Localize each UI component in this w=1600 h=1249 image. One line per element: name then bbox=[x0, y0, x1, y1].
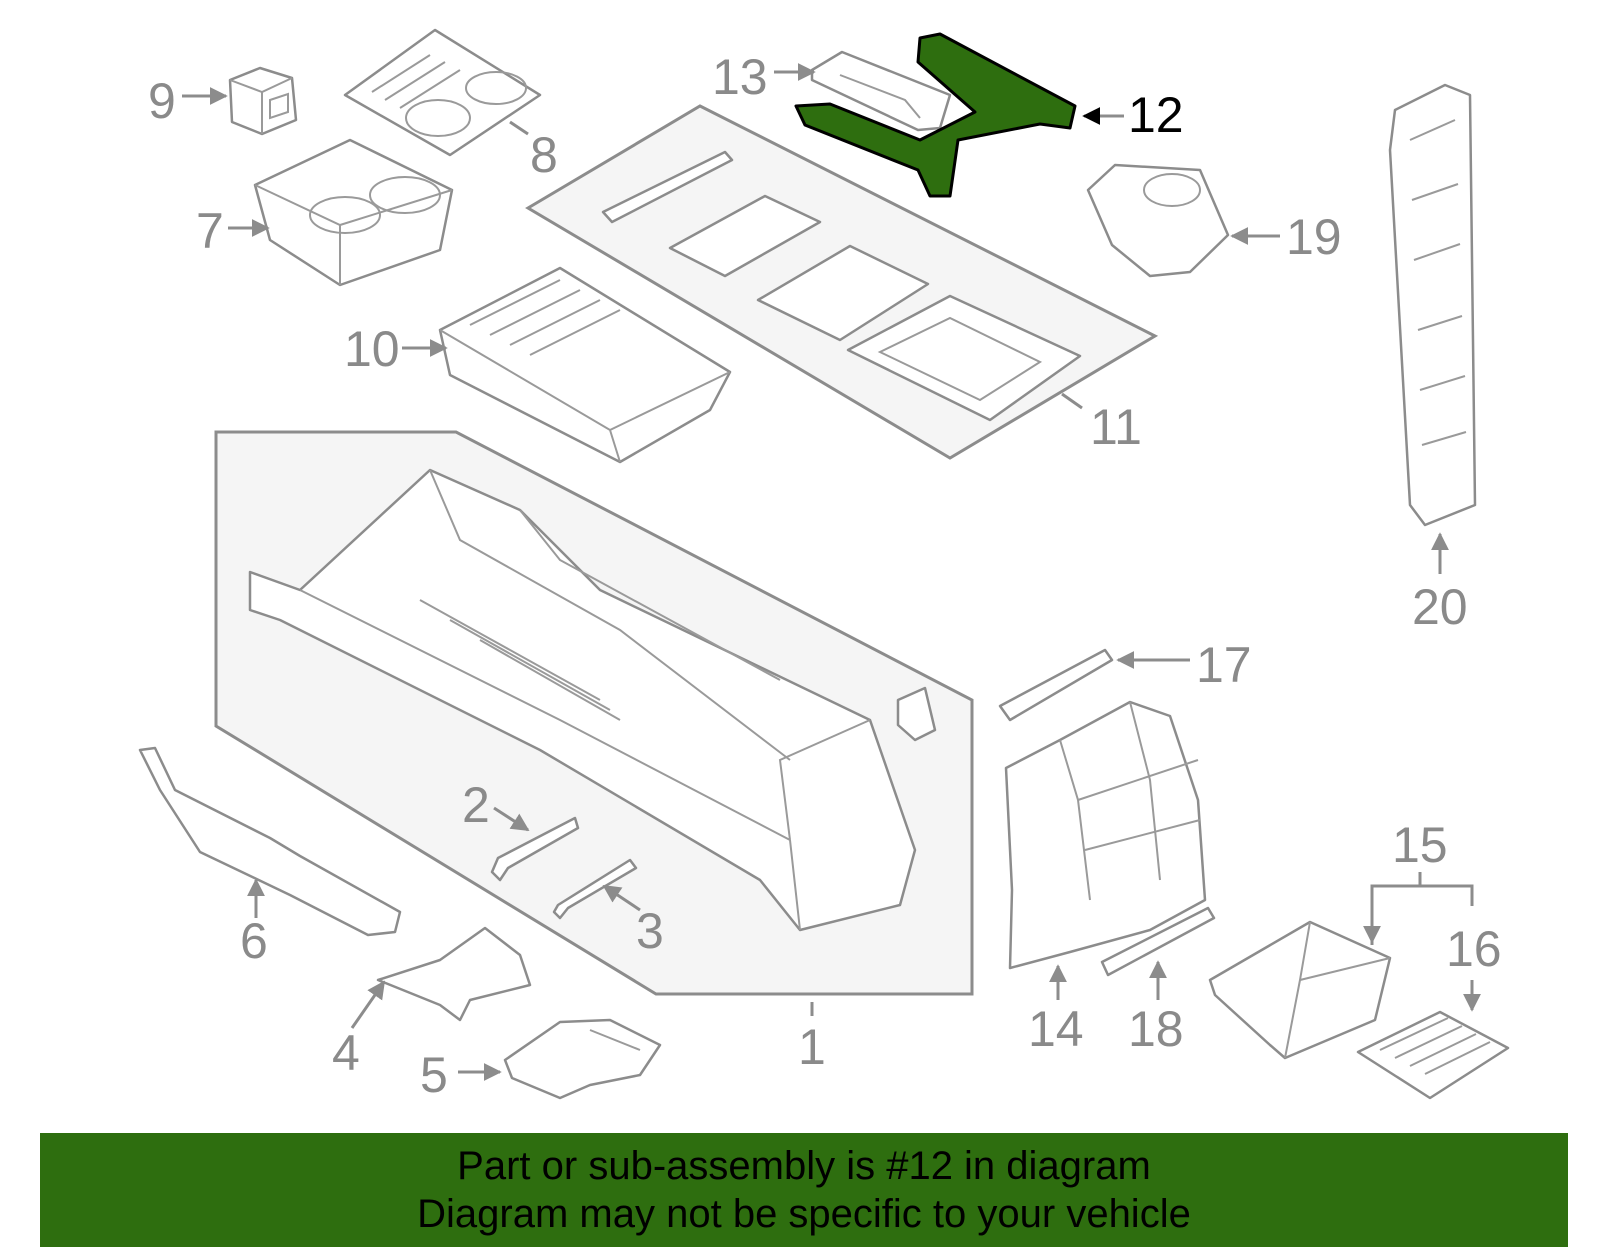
callout-11: 11 bbox=[1090, 399, 1142, 455]
callout-18: 18 bbox=[1128, 1001, 1184, 1057]
part-12-trim-highlighted bbox=[794, 32, 1077, 198]
callout-14: 14 bbox=[1028, 1001, 1084, 1057]
callout-3: 3 bbox=[636, 903, 664, 959]
callout-16: 16 bbox=[1446, 921, 1502, 977]
part-10-tray bbox=[438, 266, 732, 464]
banner-line-disclaimer: Diagram may not be specific to your vehi… bbox=[417, 1192, 1191, 1236]
part-2-bracket bbox=[490, 816, 580, 882]
part-7-cup-holder bbox=[253, 138, 454, 287]
callout-13: 13 bbox=[712, 49, 768, 105]
callout-20: 20 bbox=[1412, 579, 1468, 635]
part-19-controller bbox=[1086, 163, 1230, 278]
callout-19: 19 bbox=[1286, 209, 1342, 265]
part-15-storage-box bbox=[1208, 920, 1392, 1060]
callouts: 9 8 7 10 11 13 12 19 20 2 3 4 5 6 1 17 1… bbox=[148, 49, 1502, 1103]
callout-15: 15 bbox=[1392, 817, 1448, 873]
parts-diagram: 9 8 7 10 11 13 12 19 20 2 3 4 5 6 1 17 1… bbox=[138, 28, 1510, 1103]
banner-line-part: Part or sub-assembly is #12 in diagram bbox=[457, 1144, 1151, 1188]
callout-8: 8 bbox=[530, 127, 558, 183]
callout-12: 12 bbox=[1128, 87, 1184, 143]
callout-7: 7 bbox=[196, 203, 224, 259]
callout-2: 2 bbox=[462, 777, 490, 833]
part-1-console bbox=[214, 430, 974, 996]
callout-9: 9 bbox=[148, 73, 176, 129]
callout-1: 1 bbox=[798, 1019, 826, 1075]
part-17-strip bbox=[998, 648, 1114, 722]
callout-6: 6 bbox=[240, 913, 268, 969]
part-4-bracket bbox=[376, 926, 532, 1022]
callout-4: 4 bbox=[332, 1025, 360, 1081]
leader-lines bbox=[182, 63, 1481, 1081]
part-5-tray bbox=[503, 1018, 662, 1100]
part-9-insert bbox=[228, 66, 298, 136]
part-14-rear-console bbox=[1004, 700, 1207, 970]
part-18-strip bbox=[1100, 906, 1216, 977]
part-20-switch-panel bbox=[1388, 83, 1477, 527]
info-banner: Part or sub-assembly is #12 in diagram D… bbox=[40, 1133, 1568, 1247]
callout-5: 5 bbox=[420, 1047, 448, 1103]
part-3-bracket bbox=[552, 858, 638, 920]
part-11-panel bbox=[525, 104, 1159, 460]
callout-17: 17 bbox=[1196, 637, 1252, 693]
part-8-mat bbox=[343, 28, 542, 157]
part-6-trim-strip bbox=[138, 746, 402, 937]
callout-10: 10 bbox=[344, 321, 400, 377]
part-16-mat bbox=[1356, 1010, 1510, 1100]
